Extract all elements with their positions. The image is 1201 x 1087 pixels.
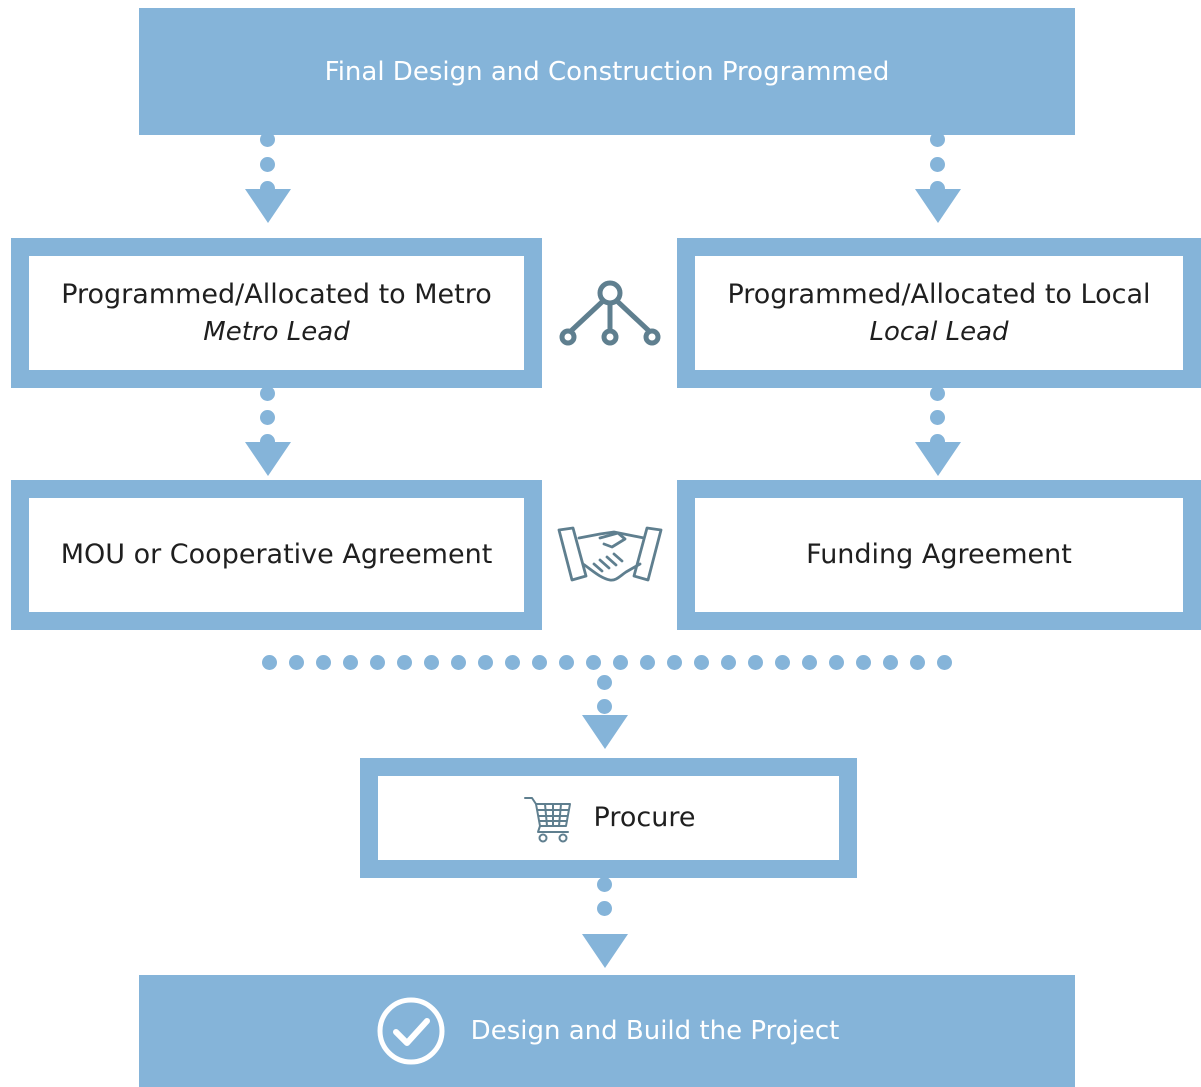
funding-box: Funding Agreement <box>677 480 1201 630</box>
connector-dot <box>343 655 358 670</box>
connector-dot <box>262 655 277 670</box>
connector-dot <box>559 655 574 670</box>
connector-dot <box>667 655 682 670</box>
metro-subtitle: Metro Lead <box>203 317 350 347</box>
connector-dot <box>370 655 385 670</box>
connector-dot <box>721 655 736 670</box>
connector-dot <box>930 157 945 172</box>
metro-title: Programmed/Allocated to Metro <box>61 279 492 310</box>
procure-box: Procure <box>360 758 857 878</box>
connector-dot <box>856 655 871 670</box>
local-title: Programmed/Allocated to Local <box>727 279 1151 310</box>
connector-dot <box>532 655 547 670</box>
network-branch-icon <box>559 280 661 346</box>
connector-dot <box>397 655 412 670</box>
connector-dot <box>883 655 898 670</box>
connector-dot <box>775 655 790 670</box>
local-subtitle: Local Lead <box>869 317 1009 347</box>
connector-dot <box>289 655 304 670</box>
connector-dot <box>451 655 466 670</box>
arrow-down-icon <box>582 715 628 749</box>
connector-dot <box>260 132 275 147</box>
connector-dot <box>930 386 945 401</box>
connector-dot <box>260 157 275 172</box>
shopping-cart-icon <box>523 797 571 843</box>
check-circle-icon <box>377 997 445 1065</box>
connector-dot <box>829 655 844 670</box>
connector-dot <box>930 410 945 425</box>
arrow-down-icon <box>245 442 291 476</box>
mou-box: MOU or Cooperative Agreement <box>11 480 542 630</box>
connector-dot <box>802 655 817 670</box>
top-banner: Final Design and Construction Programmed <box>139 8 1075 135</box>
final-banner: Design and Build the Project <box>139 975 1075 1087</box>
connector-dot <box>613 655 628 670</box>
procure-label: Procure <box>593 802 696 833</box>
connector-dot <box>316 655 331 670</box>
arrow-down-icon <box>915 189 961 223</box>
connector-dot <box>586 655 601 670</box>
connector-dot <box>597 675 612 690</box>
arrow-down-icon <box>915 442 961 476</box>
arrow-down-icon <box>582 934 628 968</box>
connector-dot <box>505 655 520 670</box>
connector-dot <box>597 699 612 714</box>
local-box: Programmed/Allocated to Local Local Lead <box>677 238 1201 388</box>
arrow-down-icon <box>245 189 291 223</box>
connector-dot <box>930 132 945 147</box>
connector-dot <box>937 655 952 670</box>
connector-dot <box>260 410 275 425</box>
connector-dot <box>640 655 655 670</box>
handshake-icon <box>557 526 663 582</box>
connector-dot <box>910 655 925 670</box>
final-label: Design and Build the Project <box>470 1016 840 1046</box>
connector-dot <box>597 877 612 892</box>
connector-dot <box>424 655 439 670</box>
connector-dot <box>694 655 709 670</box>
connector-dot <box>260 386 275 401</box>
connector-dot <box>748 655 763 670</box>
connector-dot <box>597 901 612 916</box>
connector-dot <box>478 655 493 670</box>
mou-label: MOU or Cooperative Agreement <box>60 539 493 570</box>
funding-label: Funding Agreement <box>806 539 1072 570</box>
metro-box: Programmed/Allocated to Metro Metro Lead <box>11 238 542 388</box>
top-banner-label: Final Design and Construction Programmed <box>324 56 890 87</box>
